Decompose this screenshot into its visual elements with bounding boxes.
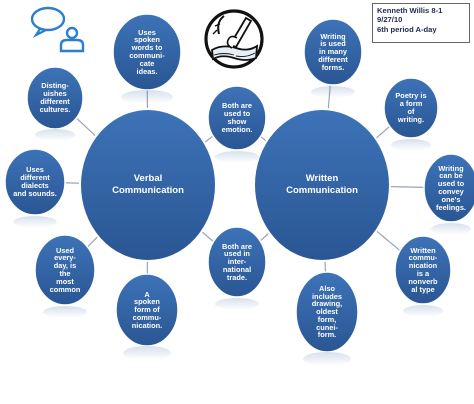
author-info-box: Kenneth Willis 8-1 9/27/10 6th period A-… <box>372 3 470 43</box>
bubble-everyday <box>34 234 96 306</box>
author-period: 6th period A-day <box>377 24 437 34</box>
bubble-spoken-form <box>115 273 179 347</box>
bubble-spoken-words <box>112 13 182 91</box>
written-hub <box>253 108 391 262</box>
author-date: 9/27/10 <box>377 15 403 25</box>
bubble-dialects <box>4 148 66 216</box>
bubble-distinguishes <box>26 66 84 130</box>
author-name: Kenneth Willis 8-1 <box>377 6 443 15</box>
bubble-trade <box>207 226 267 298</box>
bubble-show-emotion <box>207 85 267 151</box>
bubble-nonverbal <box>394 235 452 305</box>
chat-person-icon <box>30 6 85 53</box>
bubble-poetry <box>383 77 439 139</box>
bubble-drawing <box>295 271 359 353</box>
verbal-hub <box>79 108 217 262</box>
writing-hand-logo <box>204 9 264 69</box>
bubble-many-forms <box>303 18 363 86</box>
bubble-reflections <box>13 86 471 366</box>
bubble-feelings <box>423 153 474 223</box>
